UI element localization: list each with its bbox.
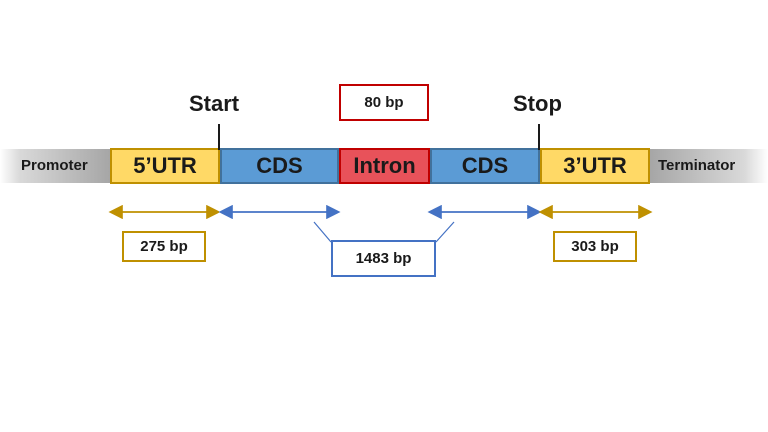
utr3-segment: 3’UTR: [540, 148, 650, 184]
cds2-segment: CDS: [430, 148, 540, 184]
cds2-label: CDS: [461, 153, 509, 178]
terminator-label: Terminator: [658, 157, 736, 174]
intron-segment: Intron: [339, 148, 430, 184]
cds1-segment: CDS: [220, 148, 339, 184]
cds1-connector: [313, 221, 332, 243]
utr5-length-box: 275 bp: [122, 231, 206, 262]
intron-length-label: 80 bp: [364, 94, 404, 111]
utr3-length-label: 303 bp: [571, 238, 619, 255]
start-codon-tick: [218, 124, 220, 150]
terminator-region: Terminator: [650, 149, 768, 183]
utr3-length-box: 303 bp: [553, 231, 637, 262]
utr3-label: 3’UTR: [563, 153, 627, 178]
promoter-label: Promoter: [21, 157, 88, 174]
cds-length-label: 1483 bp: [355, 250, 412, 267]
stop-codon-label: Stop: [513, 91, 562, 116]
utr5-segment: 5’UTR: [110, 148, 220, 184]
cds1-label: CDS: [256, 153, 303, 178]
utr5-label: 5’UTR: [133, 153, 197, 178]
cds-length-box: 1483 bp: [331, 240, 436, 277]
intron-length-box: 80 bp: [339, 84, 429, 121]
start-codon-label: Start: [189, 91, 240, 116]
promoter-region: Promoter: [0, 149, 110, 183]
stop-codon-tick: [538, 124, 540, 150]
cds2-connector: [435, 221, 455, 243]
utr5-length-label: 275 bp: [140, 238, 188, 255]
intron-label: Intron: [353, 153, 416, 178]
